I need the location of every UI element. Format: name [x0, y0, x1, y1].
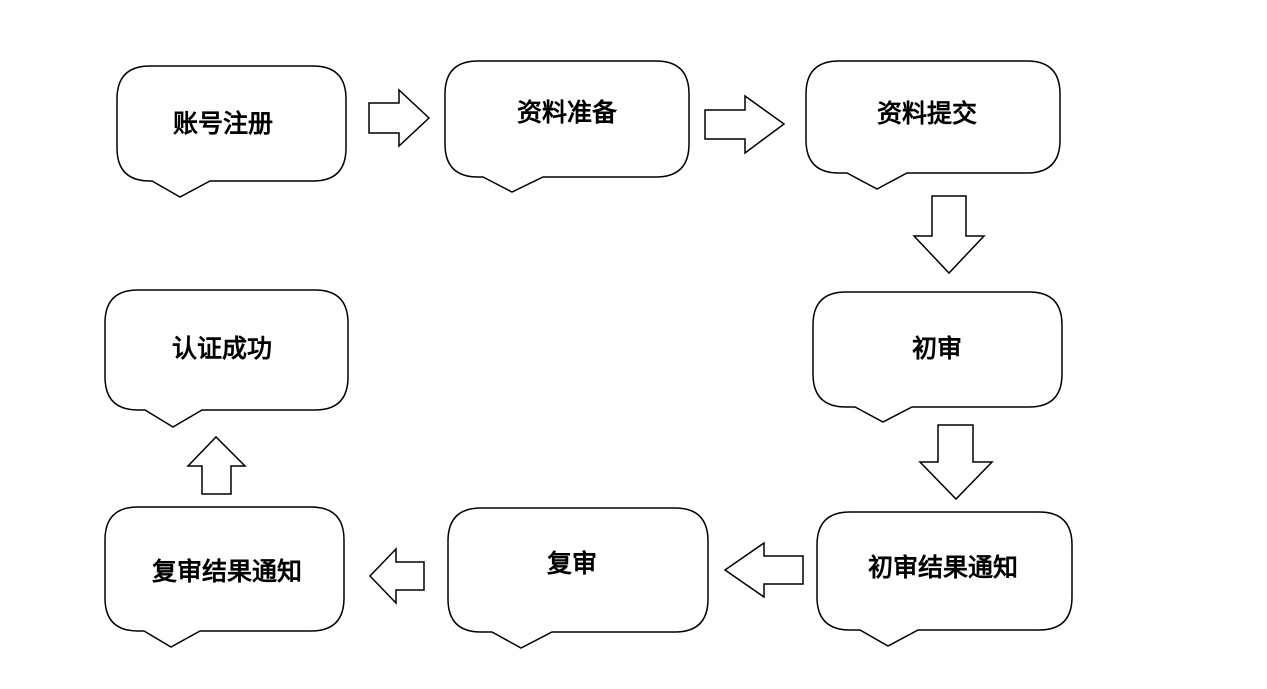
node-label: 认证成功 — [172, 334, 272, 363]
node-second-review: 复审 — [447, 507, 709, 649]
callout-shape — [816, 511, 1073, 647]
node-label: 复审结果通知 — [152, 557, 302, 586]
node-label: 复审 — [547, 549, 597, 578]
node-second-result: 复审结果通知 — [104, 506, 345, 648]
arrow-left-icon — [368, 547, 425, 605]
callout-shape — [104, 506, 345, 648]
callout-shape — [116, 65, 347, 198]
callout-shape — [447, 507, 709, 649]
node-submit: 资料提交 — [805, 60, 1061, 190]
node-label: 资料提交 — [877, 99, 977, 128]
node-label: 初审结果通知 — [868, 553, 1018, 582]
node-success: 认证成功 — [104, 289, 349, 428]
callout-shape — [444, 60, 690, 193]
callout-shape — [805, 60, 1061, 190]
arrow-down-icon — [912, 195, 986, 275]
node-prepare: 资料准备 — [444, 60, 690, 193]
node-label: 账号注册 — [173, 109, 273, 138]
arrow-right-icon — [368, 88, 431, 148]
callout-shape — [104, 289, 349, 428]
node-label: 资料准备 — [517, 98, 618, 127]
callout-shape — [812, 291, 1063, 423]
node-register: 账号注册 — [116, 65, 347, 198]
arrow-left-icon — [723, 541, 804, 599]
node-first-review: 初审 — [812, 291, 1063, 423]
arrow-right-icon — [704, 94, 786, 155]
arrow-up-icon — [186, 435, 247, 495]
arrow-down-icon — [918, 424, 994, 501]
node-first-result: 初审结果通知 — [816, 511, 1073, 647]
node-label: 初审 — [912, 334, 962, 363]
